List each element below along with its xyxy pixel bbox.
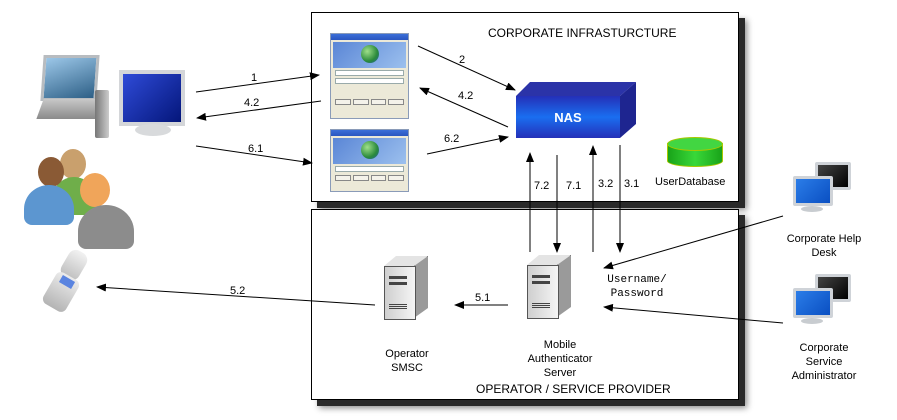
flow-label-7-1: 7.1 (566, 180, 582, 192)
arrow-flow-4-2-nas (419, 87, 509, 128)
properties-button[interactable] (370, 175, 387, 181)
flow-label-2: 2 (459, 54, 466, 66)
flow-label-6-2: 6.2 (444, 133, 460, 145)
flow-label-5-1: 5.1 (475, 292, 491, 304)
arrow-flow-6-1 (195, 145, 313, 166)
nas-label: NAS (554, 110, 582, 125)
flow-label-4-2-nas: 4.2 (458, 90, 474, 102)
arrow-flow-5-2 (96, 283, 376, 306)
arrow-flow-2 (417, 45, 516, 91)
vpn-otp-dialog[interactable] (330, 129, 409, 192)
corporate-infrastructure-title: CORPORATE INFRASTURCTURE (488, 26, 677, 40)
flow-label-4-2-user: 4.2 (244, 97, 260, 109)
flow-label-6-1: 6.1 (248, 143, 264, 155)
globe-icon (361, 45, 379, 63)
arrow-flow-1 (195, 72, 320, 93)
user-database-label: UserDatabase (655, 176, 726, 188)
smsc-label: Operator SMSC (385, 348, 429, 374)
arrow-help-desk (603, 215, 784, 270)
database-icon (667, 137, 723, 167)
username-field[interactable] (335, 70, 404, 76)
password-field[interactable] (335, 78, 404, 84)
flow-label-7-2: 7.2 (534, 180, 550, 192)
connect-button[interactable] (335, 175, 351, 181)
cancel-button[interactable] (352, 175, 369, 181)
flow-label-3-2: 3.2 (598, 178, 614, 190)
service-admin-label: Corporate Service Administrator (791, 342, 857, 382)
mobile-authenticator-server-icon (527, 255, 571, 319)
help-button[interactable] (388, 175, 404, 181)
users-group-icon (20, 145, 140, 255)
help-button[interactable] (388, 99, 404, 105)
arrow-service-admin (603, 303, 784, 324)
desktop-computer-icon (95, 70, 185, 150)
arrow-flow-4-2-user (196, 100, 322, 121)
smsc-server-icon (384, 256, 428, 320)
globe-icon (361, 141, 379, 159)
operator-box (311, 209, 739, 400)
vpn-login-dialog[interactable] (330, 33, 409, 119)
operator-box-title: OPERATOR / SERVICE PROVIDER (476, 382, 671, 396)
arrow-flow-6-2 (426, 134, 509, 155)
flow-label-3-1: 3.1 (624, 178, 640, 190)
help-desk-label: Corporate Help Desk (786, 233, 862, 259)
username-field[interactable] (335, 166, 404, 172)
credentials-note: Username/ Password (607, 274, 667, 300)
mobile-authenticator-label: Mobile Authenticator Server (527, 339, 593, 379)
flow-label-5-2: 5.2 (230, 285, 246, 297)
cancel-button[interactable] (352, 99, 369, 105)
connect-button[interactable] (335, 99, 351, 105)
nas-node: NAS (516, 82, 640, 140)
properties-button[interactable] (370, 99, 387, 105)
flow-label-1: 1 (251, 72, 258, 84)
